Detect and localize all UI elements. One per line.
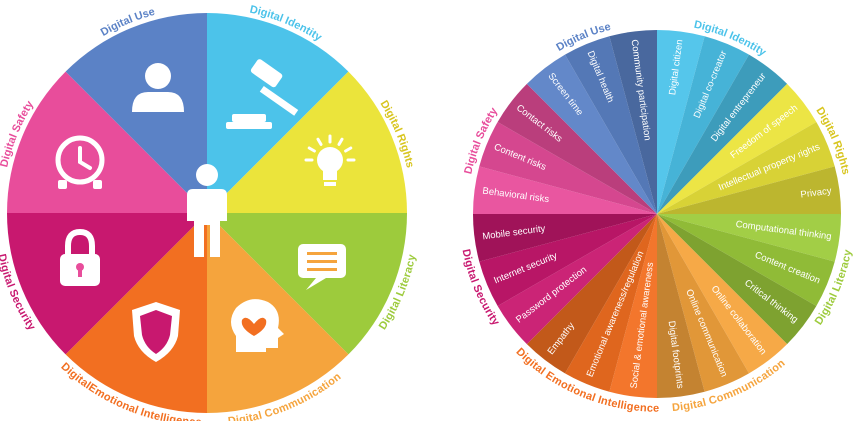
segment-digital-safety: [7, 71, 207, 213]
wedge-critical-thinking: [657, 214, 817, 345]
wedge-digital-footprints: [657, 214, 705, 398]
chat-icon: [298, 244, 346, 290]
wedge-emotional-awareness-regulation: [565, 214, 657, 392]
wedge-digital-citizen: [657, 30, 705, 214]
padlock-icon: [60, 228, 100, 286]
segment-digital-communication: [207, 213, 349, 413]
child-figure-icon: [187, 164, 227, 257]
wedge-behavioral-risks: [473, 166, 657, 214]
wedge-contact-risks: [497, 83, 657, 214]
clock-icon: [55, 135, 105, 189]
person-icon: [132, 63, 184, 112]
wedge-password-protection: [497, 214, 657, 345]
wedge-community-participation: [609, 30, 657, 214]
wedge-internet-security: [479, 214, 657, 306]
head-heart-icon: [231, 299, 284, 352]
wedge-mobile-security: [473, 214, 657, 262]
segment-digital-identity: [207, 13, 349, 213]
segment-digital-use: [65, 13, 207, 213]
wedge-online-communication: [657, 214, 749, 392]
wedge-computational-thinking: [657, 214, 841, 262]
lightbulb-icon: [304, 134, 356, 186]
segment-digital-literacy: [207, 213, 407, 355]
wedge-social-emotional-awareness: [609, 214, 657, 398]
wedge-empathy: [526, 214, 657, 374]
shield-icon: [132, 302, 180, 362]
wedge-content-risks: [479, 122, 657, 214]
segment-digital-security: [7, 213, 207, 355]
wedge-digital-entrepreneur: [657, 54, 788, 215]
wedge-freedom-of-speech: [657, 83, 817, 214]
gavel-icon: [226, 59, 299, 129]
wedge-online-collaboration: [657, 214, 788, 374]
wedge-intellectual-property-rights: [657, 122, 835, 214]
wedge-digital-co-creator: [657, 36, 749, 214]
segment-digital-rights: [207, 71, 407, 213]
item-label: Privacy: [800, 186, 833, 201]
wedge-privacy: [657, 166, 841, 214]
wedge-content-creation: [657, 214, 835, 306]
wedge-digital-health: [565, 36, 657, 214]
wedge-screen-time: [526, 54, 657, 215]
